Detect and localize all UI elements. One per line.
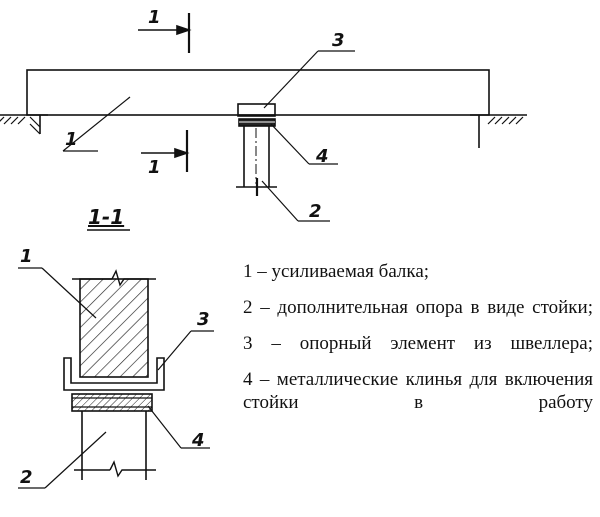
- callout-beam-section: 1: [20, 246, 33, 267]
- section-mark-bottom-label: 1: [148, 157, 161, 178]
- legend-item-4: 4 – металлические клинья для включения с…: [243, 369, 593, 413]
- legend: 1 – усиливаемая балка; 2 – дополнительна…: [243, 260, 593, 427]
- beam-elevation: [26, 69, 490, 116]
- beam-cross-section: [79, 278, 149, 378]
- right-support-ground: [470, 114, 527, 148]
- channel-cross-section: [63, 357, 165, 391]
- support-channel-elevation: [237, 103, 276, 117]
- section-title: 1-1: [88, 205, 124, 229]
- cross-section-view: [18, 267, 214, 489]
- leader-wedge-section: [147, 405, 182, 449]
- legend-item-3: 3 – опорный элемент из швеллера;: [243, 333, 593, 354]
- callout-beam-top: 1: [65, 129, 78, 150]
- leader-wedge-top: [270, 123, 310, 165]
- callout-prop-top: 2: [309, 201, 322, 222]
- section-mark-top-label: 1: [148, 7, 161, 28]
- leader-beam-top: [62, 96, 131, 152]
- legend-item-1: 1 – усиливаемая балка;: [243, 261, 430, 282]
- callout-prop-section: 2: [20, 467, 33, 488]
- wedges-cross-section: [71, 393, 153, 412]
- section-mark-top: [138, 13, 192, 53]
- callout-wedge-top: 4: [315, 146, 329, 167]
- callout-wedge-section: 4: [191, 430, 205, 451]
- leader-support-section: [157, 330, 192, 371]
- callout-support-top: 3: [332, 30, 345, 51]
- leader-prop-top: [261, 180, 299, 222]
- legend-item-2: 2 – дополнительная опора в виде стойки;: [243, 297, 593, 318]
- callout-support-section: 3: [197, 309, 210, 330]
- leader-support-top: [263, 50, 319, 109]
- elevation-view: [0, 13, 527, 222]
- left-support-ground: [0, 114, 48, 135]
- section-mark-bottom: [141, 130, 190, 172]
